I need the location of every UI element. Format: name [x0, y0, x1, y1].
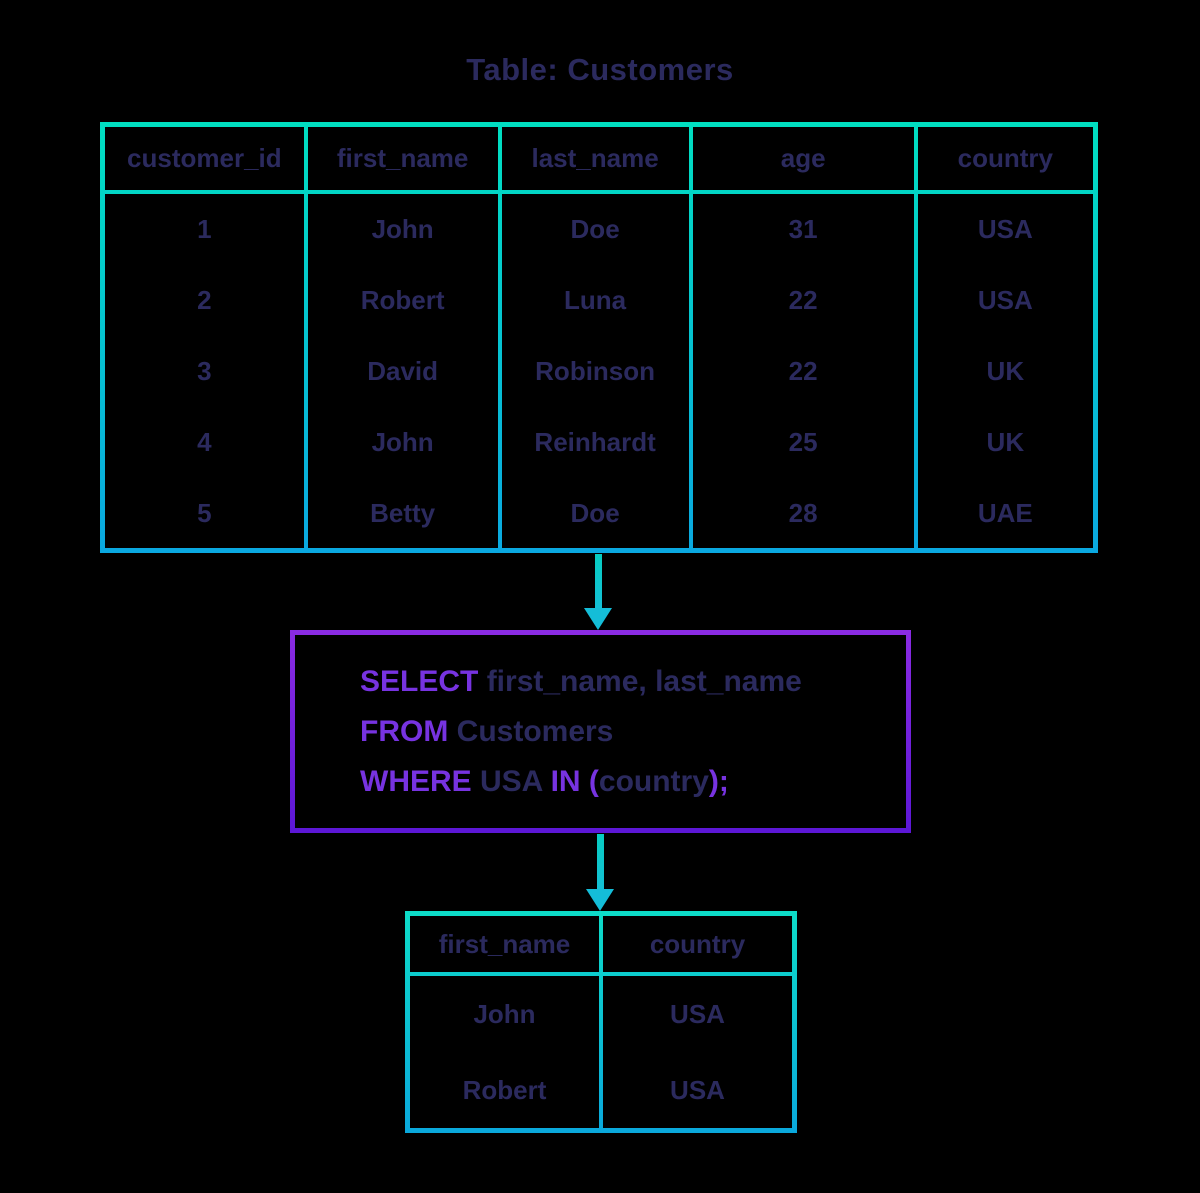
table-cell: 28: [788, 497, 818, 528]
sql-keyword: WHERE: [360, 764, 480, 798]
table-cell: 2: [197, 285, 212, 316]
table-cell: David: [367, 355, 439, 386]
sql-query-text: SELECT first_name, last_name FROM Custom…: [295, 635, 906, 828]
table-cell: USA: [977, 285, 1033, 316]
diagram-title: Table: Customers: [466, 52, 734, 87]
sql-line-where: WHERE USA IN (country);: [360, 757, 906, 807]
table-cell: John: [371, 426, 434, 457]
table-cell: USA: [670, 1075, 725, 1105]
table-cell: 3: [197, 355, 212, 386]
arrow-head: [586, 889, 614, 911]
column-header: first_name: [307, 127, 498, 190]
customers-table: customer_id first_name last_name age cou…: [100, 122, 1098, 553]
sql-keyword: IN (: [550, 764, 599, 798]
column-header: first_name: [410, 916, 599, 972]
table-cell: USA: [670, 999, 725, 1029]
arrow-head: [584, 608, 612, 630]
table-cell: Betty: [370, 497, 436, 528]
table-cell: Doe: [570, 497, 620, 528]
result-column-country: USA USA: [603, 976, 792, 1128]
table-cell: Robert: [360, 285, 445, 316]
table-cell: USA: [977, 214, 1033, 245]
table-column-customer-id: 1 2 3 4 5: [105, 194, 304, 548]
column-header: last_name: [501, 127, 689, 190]
sql-query-box: SELECT first_name, last_name FROM Custom…: [290, 630, 911, 833]
column-header: customer_id: [105, 127, 304, 190]
sql-keyword: );: [708, 764, 729, 798]
table-cell: UK: [986, 426, 1025, 457]
table-cell: 1: [197, 214, 212, 245]
result-table: first_name country John Robert USA USA: [405, 911, 797, 1133]
table-cell: 22: [788, 285, 818, 316]
table-cell: 5: [197, 497, 212, 528]
table-cell: Robert: [462, 1075, 547, 1105]
table-cell: 4: [197, 426, 212, 457]
table-cell: 22: [788, 355, 818, 386]
table-cell: UK: [986, 355, 1025, 386]
table-cell: UAE: [977, 497, 1033, 528]
arrow-stem: [594, 554, 602, 608]
table-cell: Robinson: [535, 355, 656, 386]
table-column-last-name: Doe Luna Robinson Reinhardt Doe: [501, 194, 689, 548]
table-cell: Luna: [564, 285, 627, 316]
sql-text: USA: [480, 764, 551, 798]
table-column-country: USA USA UK UK UAE: [917, 194, 1093, 548]
arrow-down-icon: [584, 554, 612, 630]
table-cell: 31: [788, 214, 818, 245]
table-cell: Reinhardt: [534, 426, 656, 457]
sql-line-select: SELECT first_name, last_name: [360, 657, 906, 707]
result-column-first-name: John Robert: [410, 976, 599, 1128]
sql-text: country: [598, 764, 709, 798]
column-header: country: [603, 916, 792, 972]
sql-text: first_name, last_name: [486, 664, 802, 698]
sql-keyword: FROM: [360, 714, 457, 748]
table-column-first-name: John Robert David John Betty: [307, 194, 498, 548]
table-cell: 25: [788, 426, 818, 457]
table-cell: John: [473, 999, 536, 1029]
sql-keyword: SELECT: [360, 664, 487, 698]
column-header: country: [917, 127, 1093, 190]
table-cell: Doe: [570, 214, 620, 245]
table-cell: John: [371, 214, 434, 245]
table-column-age: 31 22 22 25 28: [692, 194, 914, 548]
column-header: age: [692, 127, 914, 190]
arrow-stem: [596, 834, 604, 889]
sql-text: Customers: [456, 714, 614, 748]
sql-line-from: FROM Customers: [360, 707, 906, 757]
arrow-down-icon: [586, 834, 614, 911]
